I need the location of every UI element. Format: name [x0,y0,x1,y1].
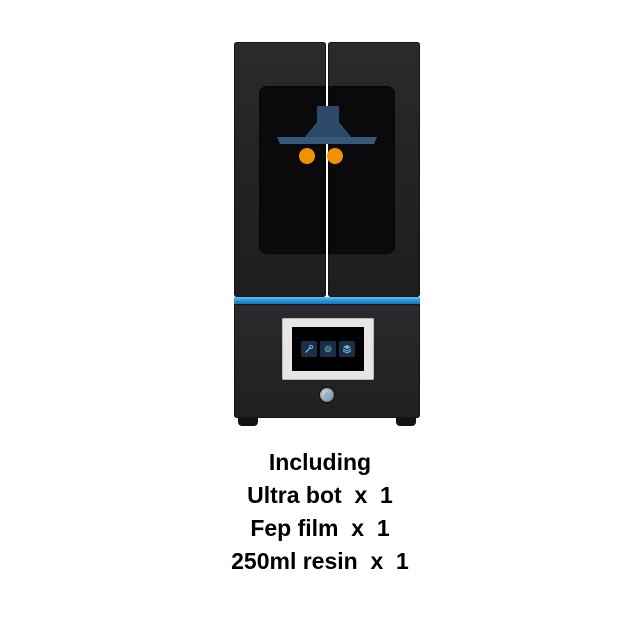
touchscreen [292,327,364,371]
right-knob [327,148,343,164]
left-knob [299,148,315,164]
build-platform [277,106,377,164]
right-foot [396,418,416,426]
contents-item-resin: 250ml resin x 1 [231,548,409,574]
platform-arm [305,106,351,137]
printer-base [234,304,420,418]
package-contents: Including Ultra bot x 1 Fep film x 1 250… [0,446,640,578]
right-door [328,42,420,297]
accent-band [234,297,420,304]
gear-icon [320,341,336,357]
left-door [234,42,326,297]
resin-3d-printer [234,42,420,426]
contents-item-fep-film: Fep film x 1 [250,515,390,541]
power-button [320,388,334,402]
platform-plate [277,137,377,144]
left-foot [238,418,258,426]
left-window [259,86,326,254]
contents-heading: Including [268,449,372,475]
layers-icon [339,341,355,357]
touchscreen-bezel [282,318,374,380]
contents-item-ultra-bot: Ultra bot x 1 [247,482,393,508]
right-window [328,86,395,254]
tools-icon [301,341,317,357]
